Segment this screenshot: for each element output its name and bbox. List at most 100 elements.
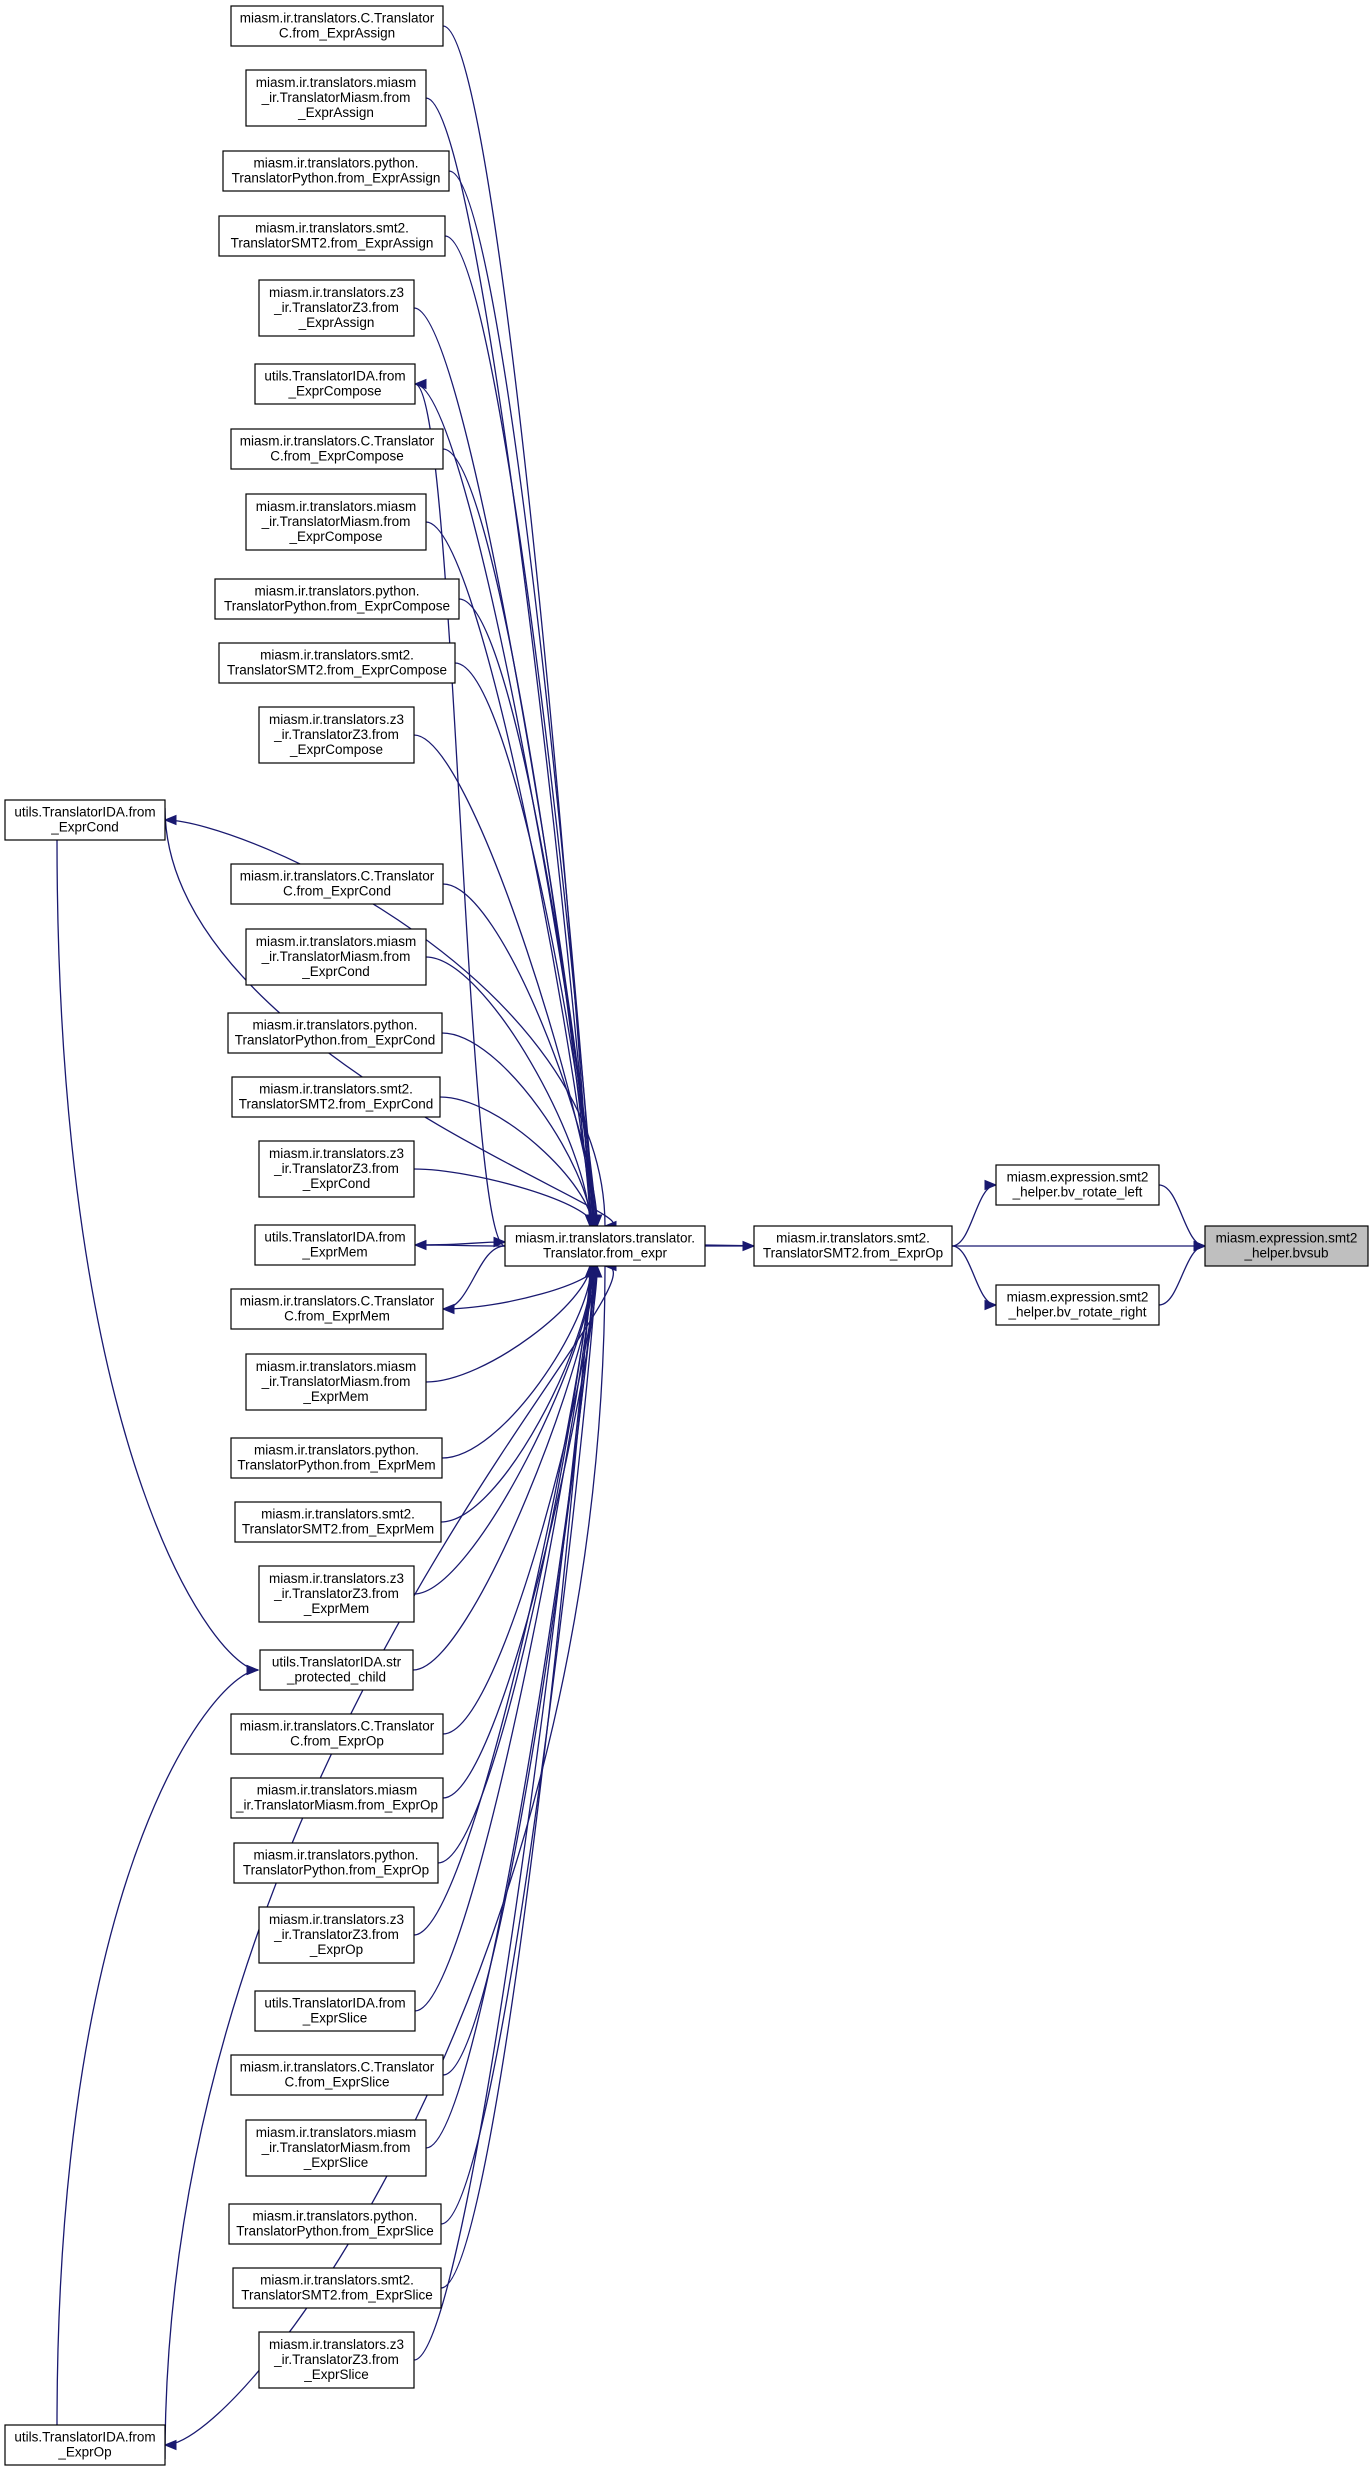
node-box [230,428,444,470]
node-box [1204,1225,1369,1267]
node-ida_compose[interactable]: utils.TranslatorIDA.from_ExprCompose [254,363,416,405]
node-box [245,69,427,127]
edge-rotr-to-bvsub [1158,1240,1207,1306]
node-label-line: _ExprCompose [288,529,382,544]
nodes-layer: miasm.expression.smt2_helper.bvsub miasm.… [4,5,1369,2466]
node-box [258,706,415,764]
node-label-line: C.from_ExprOp [290,1734,384,1749]
node-label-line: _protected_child [286,1670,386,1685]
node-miasm_assign[interactable]: miasm.ir.translators.miasm_ir.Translator… [245,69,427,127]
node-label-line: utils.TranslatorIDA.str [272,1655,402,1670]
node-label-line: miasm.ir.translators.z3 [269,285,404,300]
node-fromexpr[interactable]: miasm.ir.translators.translator.Translat… [504,1225,706,1267]
node-label-line: _ExprSlice [302,2011,368,2026]
edge-c_mem-to-fromexpr [442,1264,602,1310]
edge-line [413,734,596,1227]
node-z3_slice[interactable]: miasm.ir.translators.z3_ir.TranslatorZ3.… [258,2331,415,2389]
node-label-line: _ExprMem [303,1601,369,1616]
node-label-line: miasm.ir.translators.z3 [269,712,404,727]
node-label-line: miasm.ir.translators.python. [254,1443,419,1458]
node-py_assign[interactable]: miasm.ir.translators.python.TranslatorPy… [222,150,450,192]
node-label-line: C.from_ExprSlice [284,2075,389,2090]
edge-line [951,1184,997,1247]
node-miasm_mem[interactable]: miasm.ir.translators.miasm_ir.Translator… [245,1353,427,1411]
node-smt2_assign[interactable]: miasm.ir.translators.smt2.TranslatorSMT2… [218,215,446,257]
node-py_cond[interactable]: miasm.ir.translators.python.TranslatorPy… [227,1012,443,1054]
edge-line [414,383,597,1227]
node-c_assign[interactable]: miasm.ir.translators.C.TranslatorC.from_… [230,5,444,47]
node-c_cond[interactable]: miasm.ir.translators.C.TranslatorC.from_… [230,863,444,905]
node-py_op[interactable]: miasm.ir.translators.python.TranslatorPy… [233,1842,439,1884]
node-box [254,363,416,405]
node-py_mem[interactable]: miasm.ir.translators.python.TranslatorPy… [230,1437,443,1479]
edge-line [425,521,592,1227]
node-rotl[interactable]: miasm.expression.smt2_helper.bv_rotate_l… [995,1164,1160,1206]
node-box [258,279,415,337]
node-box [995,1164,1160,1206]
node-smt2_cond[interactable]: miasm.ir.translators.smt2.TranslatorSMT2… [231,1076,441,1118]
edge-line [425,1265,596,2149]
node-c_slice[interactable]: miasm.ir.translators.C.TranslatorC.from_… [230,2054,444,2096]
node-label-line: C.from_ExprCompose [270,449,404,464]
node-z3_assign[interactable]: miasm.ir.translators.z3_ir.TranslatorZ3.… [258,279,415,337]
node-c_compose[interactable]: miasm.ir.translators.C.TranslatorC.from_… [230,428,444,470]
node-label-line: _ir.TranslatorMiasm.from [261,2140,411,2155]
node-smt2_mem[interactable]: miasm.ir.translators.smt2.TranslatorSMT2… [234,1501,442,1543]
node-c_mem[interactable]: miasm.ir.translators.C.TranslatorC.from_… [230,1288,444,1330]
node-label-line: miasm.ir.translators.python. [252,2209,417,2224]
edge-line [441,1032,592,1227]
node-label-line: TranslatorPython.from_ExprCond [235,1033,436,1048]
node-ida_slice[interactable]: utils.TranslatorIDA.from_ExprSlice [254,1990,416,2032]
edge-line [414,1244,506,1247]
edge-line [56,1669,259,2426]
node-miasm_op[interactable]: miasm.ir.translators.miasm_ir.Translator… [230,1777,444,1819]
node-label-line: TranslatorSMT2.from_ExprCond [239,1097,434,1112]
node-label-line: C.from_ExprMem [284,1309,390,1324]
node-z3_compose[interactable]: miasm.ir.translators.z3_ir.TranslatorZ3.… [258,706,415,764]
node-label-line: utils.TranslatorIDA.from [264,1230,405,1245]
arrowhead-icon [984,1299,998,1311]
node-miasm_slice[interactable]: miasm.ir.translators.miasm_ir.Translator… [245,2119,427,2177]
node-label-line: miasm.ir.translators.miasm [256,1359,417,1374]
node-ida_strprot[interactable]: utils.TranslatorIDA.str_protected_child [259,1649,414,1691]
node-label-line: TranslatorSMT2.from_ExprCompose [227,663,447,678]
node-z3_mem[interactable]: miasm.ir.translators.z3_ir.TranslatorZ3.… [258,1565,415,1623]
node-ida_exprop[interactable]: utils.TranslatorIDA.from_ExprOp [4,2424,166,2466]
edge-line [442,448,591,1227]
node-z3_op[interactable]: miasm.ir.translators.z3_ir.TranslatorZ3.… [258,1906,415,1964]
node-z3_cond[interactable]: miasm.ir.translators.z3_ir.TranslatorZ3.… [258,1140,415,1198]
node-ida_mem[interactable]: utils.TranslatorIDA.from_ExprMem [254,1224,416,1266]
node-miasm_compose[interactable]: miasm.ir.translators.miasm_ir.Translator… [245,493,427,551]
node-label-line: _ir.TranslatorZ3.from [273,1927,399,1942]
node-box [258,1565,415,1623]
edge-rotl-to-bvsub [1158,1184,1207,1252]
edge-z3_slice-to-fromexpr [413,1264,597,2361]
node-box [245,493,427,551]
node-ida_cond[interactable]: utils.TranslatorIDA.from_ExprCond [4,799,166,841]
node-smt2_slice[interactable]: miasm.ir.translators.smt2.TranslatorSMT2… [232,2267,442,2309]
edge-miasm_compose-to-fromexpr [425,521,597,1228]
node-smt2op[interactable]: miasm.ir.translators.smt2.TranslatorSMT2… [753,1225,953,1267]
node-smt2_compose[interactable]: miasm.ir.translators.smt2.TranslatorSMT2… [218,642,456,684]
edge-line [413,1265,592,2361]
node-py_slice[interactable]: miasm.ir.translators.python.TranslatorPy… [228,2203,442,2245]
node-box [4,2424,166,2466]
node-label-line: _helper.bv_rotate_left [1012,1185,1143,1200]
edge-z3_compose-to-fromexpr [413,734,601,1228]
node-py_compose[interactable]: miasm.ir.translators.python.TranslatorPy… [214,578,460,620]
node-label-line: miasm.ir.translators.z3 [269,1146,404,1161]
edge-line [458,598,594,1227]
node-miasm_cond[interactable]: miasm.ir.translators.miasm_ir.Translator… [245,928,427,986]
edge-z3_cond-to-fromexpr [413,1168,599,1228]
node-label-line: _ExprOp [57,2445,111,2460]
node-label-line: _ExprCompose [287,384,381,399]
edge-py_compose-to-fromexpr [458,598,598,1228]
node-bvsub[interactable]: miasm.expression.smt2_helper.bvsub [1204,1225,1369,1267]
node-label-line: _ir.TranslatorMiasm.from_ExprOp [235,1798,438,1813]
node-label-line: _ExprAssign [298,315,375,330]
node-rotr[interactable]: miasm.expression.smt2_helper.bv_rotate_r… [995,1284,1160,1326]
edge-c_compose-to-fromexpr [442,448,596,1228]
node-box [230,2054,444,2096]
node-c_op[interactable]: miasm.ir.translators.C.TranslatorC.from_… [230,1713,444,1755]
